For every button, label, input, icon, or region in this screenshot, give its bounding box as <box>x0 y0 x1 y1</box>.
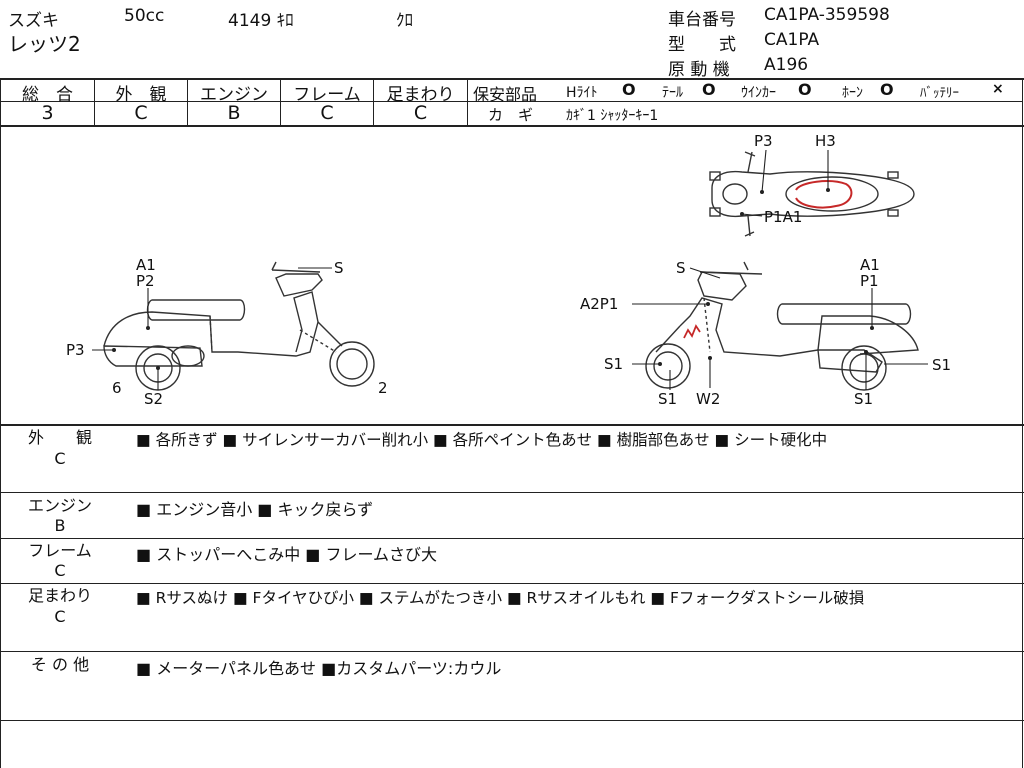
note-text: ■ 各所きず ■ サイレンサーカバー削れ小 ■ 各所ペイント色あせ ■ 樹脂部色… <box>136 431 828 449</box>
frame-label: 車台番号 <box>668 10 736 30</box>
note-grade: C <box>54 449 66 468</box>
left-side-scooter <box>103 261 375 391</box>
color: ｸﾛ <box>396 11 413 31</box>
note-text: ■ Rサスぬけ ■ Fタイヤひび小 ■ ステムがたつき小 ■ Rサスオイルもれ … <box>136 589 865 607</box>
damage-diagram: P3 H3 P1A1 A1 P2 S P3 6 S2 2 S A1 P1 A2P… <box>66 132 951 408</box>
grade-overall-label: 総 合 <box>22 85 73 105</box>
note-grade: C <box>54 607 66 626</box>
grade-frame-value: C <box>320 102 334 124</box>
diagram-label: S1 <box>932 356 951 374</box>
type-label: 型 式 <box>668 35 736 55</box>
safety-item-mark: O <box>702 80 716 99</box>
displacement: 50cc <box>124 6 165 26</box>
safety-item-mark: × <box>992 81 1004 97</box>
divider <box>0 492 1024 493</box>
divider <box>0 583 1024 584</box>
diagram-label: H3 <box>815 132 836 150</box>
safety-item-mark: O <box>880 80 894 99</box>
diagram-label: P2 <box>136 272 155 290</box>
divider <box>280 78 281 126</box>
safety-item-name: ﾊﾞｯﾃﾘｰ <box>920 86 959 101</box>
grade-suspension-value: C <box>413 102 428 124</box>
diagram-label: A1 <box>860 256 880 274</box>
grade-engine-value: B <box>227 102 241 124</box>
leader-lines <box>92 149 928 390</box>
diagram-label: 6 <box>112 379 122 397</box>
safety-item-name: ﾎｰﾝ <box>842 85 863 101</box>
damage-mark <box>683 324 701 339</box>
diagram-label: S <box>334 259 344 277</box>
diagram-label: A1 <box>136 256 156 274</box>
grade-exterior-label: 外 観 <box>115 85 167 105</box>
safety-item-name: Hﾗｲﾄ <box>566 85 598 101</box>
safety-item-mark: O <box>798 80 812 99</box>
divider <box>0 78 1024 80</box>
border-right <box>1022 78 1023 768</box>
divider <box>0 101 467 102</box>
divider <box>0 651 1024 652</box>
diagram-label: P3 <box>754 132 773 150</box>
safety-item-mark: O <box>622 80 636 99</box>
grade-overall-value: 3 <box>41 102 54 124</box>
border-left <box>0 78 1 768</box>
divider <box>0 424 1024 426</box>
divider <box>467 101 1022 102</box>
diagram-label: P1 <box>860 272 879 290</box>
diagram-label: W2 <box>696 390 720 408</box>
note-grade: B <box>54 516 66 535</box>
diagram-label: S <box>676 259 686 277</box>
note-label: エンジン <box>27 496 92 515</box>
diagram-label: A2P1 <box>580 295 618 313</box>
note-label: そ の 他 <box>30 655 90 674</box>
safety-label: 保安部品 <box>473 85 538 104</box>
diagram-label: S2 <box>144 390 163 408</box>
maker: スズキ <box>8 11 59 31</box>
divider <box>467 78 468 126</box>
engine-label: 原 動 機 <box>668 60 730 80</box>
grade-engine-label: エンジン <box>200 85 268 105</box>
safety-item-name: ｳｲﾝｶｰ <box>741 85 776 101</box>
diagram-label: P3 <box>66 341 85 359</box>
note-grade: C <box>54 561 66 580</box>
right-side-scooter <box>645 261 919 391</box>
diagram-label: P1A1 <box>764 208 802 226</box>
divider <box>0 720 1024 721</box>
diagram-label: S1 <box>854 390 873 408</box>
note-text: ■ メーターパネル色あせ ■カスタムパーツ:カウル <box>136 659 502 678</box>
divider <box>94 78 95 126</box>
diagram-label: S1 <box>658 390 677 408</box>
damage-mark <box>795 180 853 209</box>
safety-item-name: ﾃｰﾙ <box>662 85 683 101</box>
note-label: 外 観 <box>27 428 92 447</box>
grade-frame-label: フレーム <box>293 85 361 105</box>
divider <box>187 78 188 126</box>
note-label: フレーム <box>28 541 92 560</box>
diagram-label: S1 <box>604 355 623 373</box>
key-value: ｶｷﾞ1 ｼｬｯﾀｰｷｰ1 <box>566 108 659 124</box>
mileage: 4149 ｷﾛ <box>228 11 294 31</box>
divider <box>0 125 1024 127</box>
key-label: カ ギ <box>488 106 534 124</box>
divider <box>0 538 1024 539</box>
top-view-scooter <box>709 151 915 237</box>
diagram-label: 2 <box>378 379 388 397</box>
type-value: CA1PA <box>764 30 820 50</box>
grade-exterior-value: C <box>134 102 148 124</box>
note-text: ■ ストッパーへこみ中 ■ フレームさび大 <box>136 545 438 564</box>
model-name: レッツ2 <box>8 32 81 56</box>
note-label: 足まわり <box>27 586 92 605</box>
note-text: ■ エンジン音小 ■ キック戻らず <box>136 500 374 519</box>
engine-value: A196 <box>764 55 809 75</box>
grade-suspension-label: 足まわり <box>386 85 455 105</box>
frame-no: CA1PA-359598 <box>764 5 890 25</box>
divider <box>373 78 374 126</box>
